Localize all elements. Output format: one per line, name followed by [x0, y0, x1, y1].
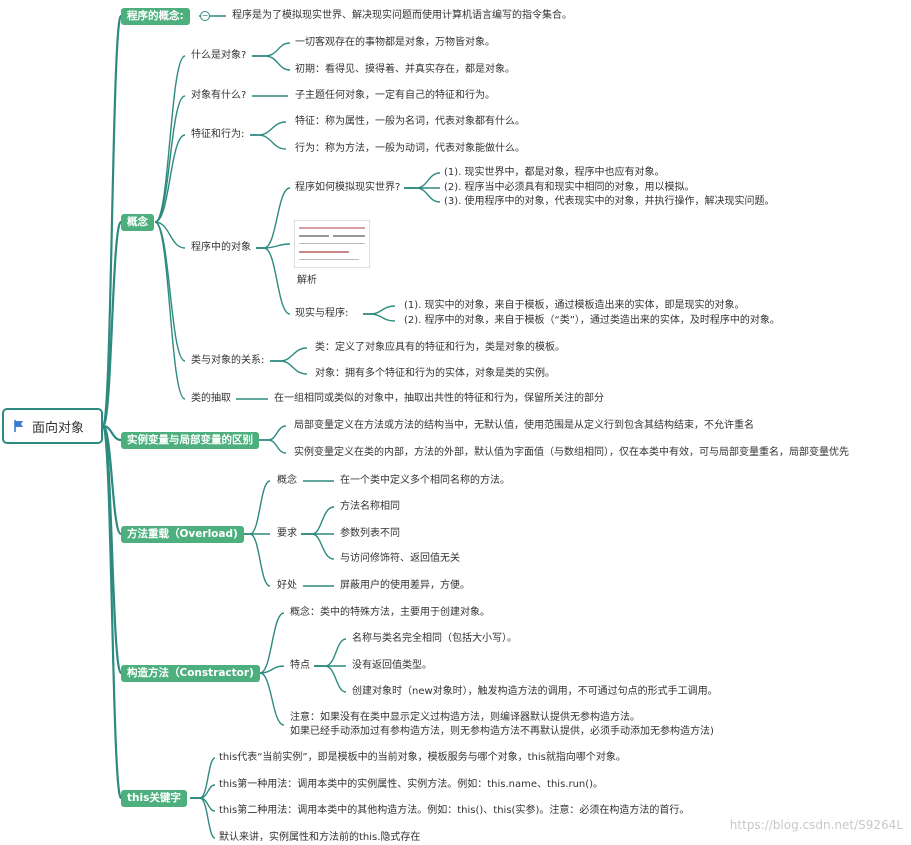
flag-icon	[12, 419, 26, 433]
wio-item-2: 初期：看得见、摸得着、并真实存在，都是对象。	[295, 64, 515, 76]
abstraction-item-1: 在一组相同或类似的对象中，抽取出共性的特征和行为，保留所关注的部分	[274, 393, 604, 405]
topic-simulate[interactable]: 程序如何模拟现实世界?	[295, 182, 400, 194]
var-item-1: 局部变量定义在方法或方法的结构当中，无默认值，使用范围是从定义行到包含其结构结束…	[294, 420, 754, 432]
topic-real-program[interactable]: 现实与程序:	[295, 308, 348, 320]
this-item-1: this代表“当前实例”，即是模板中的当前对象，模板服务与哪个对象，this就指…	[219, 752, 626, 764]
overload-require[interactable]: 要求	[277, 528, 297, 540]
branch-variables[interactable]: 实例变量与局部变量的区别	[121, 432, 259, 449]
ctor-feature-1: 名称与类名完全相同（包括大小写）。	[352, 633, 517, 645]
topic-what-is-object[interactable]: 什么是对象?	[191, 50, 246, 62]
ctor-feature[interactable]: 特点	[290, 660, 310, 672]
ctor-feature-2: 没有返回值类型。	[352, 660, 432, 672]
sim-item-3: (3). 使用程序中的对象，代表现实中的对象，并执行操作，解决现实问题。	[444, 196, 775, 208]
ctor-note-1: 注意：如果没有在类中显示定义过构造方法，则编译器默认提供无参构造方法。	[290, 712, 640, 724]
root-node[interactable]: 面向对象	[2, 408, 103, 444]
ctor-note-2: 如果已经手动添加过有参构造方法，则无参构造方法不再默认提供，必须手动添加无参构造…	[290, 726, 714, 738]
rp-item-2: (2). 程序中的对象，来自于模板（“类”），通过类造出来的实体，及时程序中的对…	[404, 315, 780, 327]
overload-benefit-1: 屏蔽用户的使用差异，方便。	[340, 580, 470, 592]
collapse-icon[interactable]: −	[200, 11, 210, 21]
var-item-2: 实例变量定义在类的内部，方法的外部，默认值为字面值（与数组相同），仅在本类中有效…	[294, 447, 849, 459]
branch-constructor[interactable]: 构造方法（Constractor)	[121, 665, 260, 682]
ctor-feature-3: 创建对象时（new对象时），触发构造方法的调用，不可通过句点的形式手工调用。	[352, 686, 718, 698]
overload-req-1: 方法名称相同	[340, 501, 400, 513]
overload-concept[interactable]: 概念	[277, 475, 297, 487]
branch-program-concept[interactable]: 程序的概念:	[121, 8, 190, 25]
overload-benefit[interactable]: 好处	[277, 580, 297, 592]
this-item-3: this第二种用法：调用本类中的其他构造方法。例如：this()、this(实参…	[219, 805, 689, 817]
overload-req-3: 与访问修饰符、返回值无关	[340, 553, 460, 565]
topic-program-objects[interactable]: 程序中的对象	[191, 242, 251, 254]
co-item-2: 对象：拥有多个特征和行为的实体，对象是类的实例。	[315, 368, 555, 380]
fb-item-2: 行为：称为方法，一般为动词，代表对象能做什么。	[295, 143, 525, 155]
rp-item-1: (1). 现实中的对象，来自于模板，通过模板造出来的实体，即是现实的对象。	[404, 300, 745, 312]
topic-feature-behavior[interactable]: 特征和行为:	[191, 129, 244, 141]
branch-overload[interactable]: 方法重载（Overload)	[121, 526, 244, 543]
topic-class-object[interactable]: 类与对象的关系:	[191, 355, 264, 367]
this-item-4: 默认来讲，实例属性和方法前的this.隐式存在	[219, 832, 420, 844]
this-item-2: this第一种用法：调用本类中的实例属性、实例方法。例如：this.name、t…	[219, 779, 603, 791]
branch-concept[interactable]: 概念	[121, 214, 154, 231]
what-has-item-1: 子主题任何对象，一定有自己的特征和行为。	[295, 90, 495, 102]
program-concept-text: 程序是为了模拟现实世界、解决现实问题而使用计算机语言编写的指令集合。	[232, 10, 572, 22]
ctor-concept: 概念：类中的特殊方法，主要用于创建对象。	[290, 607, 490, 619]
sim-item-2: (2). 程序当中必须具有和现实中相同的对象，用以模拟。	[444, 182, 695, 194]
root-label: 面向对象	[32, 417, 84, 436]
analysis-thumbnail[interactable]	[294, 220, 370, 268]
wio-item-1: 一切客观存在的事物都是对象，万物皆对象。	[295, 37, 495, 49]
fb-item-1: 特征：称为属性，一般为名词，代表对象都有什么。	[295, 116, 525, 128]
sim-item-1: (1). 现实世界中，都是对象，程序中也应有对象。	[444, 167, 665, 179]
analysis-label: 解析	[297, 275, 317, 287]
co-item-1: 类：定义了对象应具有的特征和行为，类是对象的模板。	[315, 342, 565, 354]
overload-concept-1: 在一个类中定义多个相同名称的方法。	[340, 475, 510, 487]
overload-req-2: 参数列表不同	[340, 528, 400, 540]
topic-what-has[interactable]: 对象有什么?	[191, 90, 246, 102]
watermark: https://blog.csdn.net/S9264L	[730, 818, 903, 832]
topic-abstraction[interactable]: 类的抽取	[191, 393, 231, 405]
branch-this[interactable]: this关键字	[121, 790, 187, 807]
